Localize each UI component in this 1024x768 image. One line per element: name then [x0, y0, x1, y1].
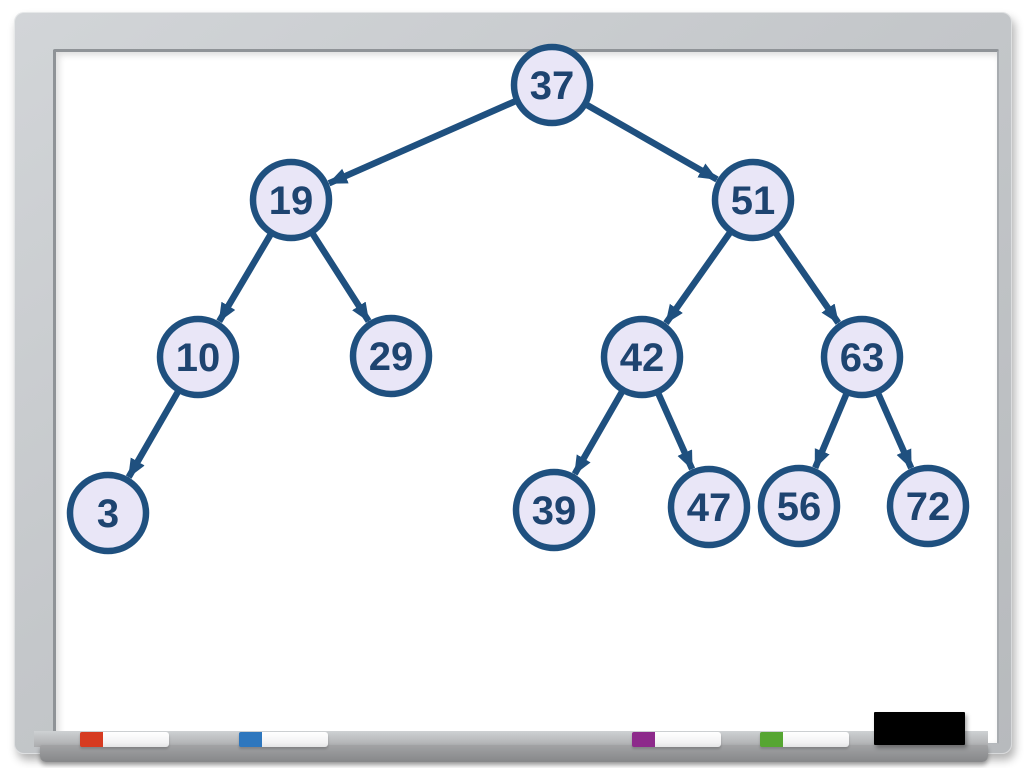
marker-green-body	[783, 732, 849, 747]
whiteboard-frame	[14, 12, 1012, 754]
marker-red-body	[103, 732, 169, 747]
whiteboard-eraser	[874, 712, 965, 745]
marker-purple-cap	[632, 732, 655, 747]
marker-blue-body	[262, 732, 328, 747]
marker-blue	[239, 732, 328, 747]
marker-blue-cap	[239, 732, 262, 747]
marker-tray-lip	[40, 745, 988, 762]
marker-red	[80, 732, 169, 747]
marker-purple-body	[655, 732, 721, 747]
marker-green	[760, 732, 849, 747]
marker-purple	[632, 732, 721, 747]
whiteboard-surface	[53, 49, 999, 744]
marker-red-cap	[80, 732, 103, 747]
marker-green-cap	[760, 732, 783, 747]
